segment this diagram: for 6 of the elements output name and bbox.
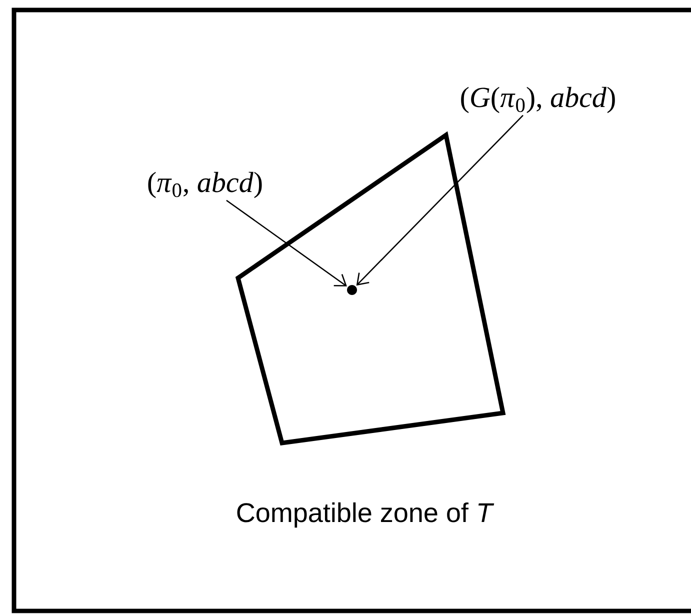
point-label: (G(π$_{0}$), abcd): [461, 86, 615, 114]
arrow: [226, 200, 347, 286]
arrow: [356, 114, 524, 286]
point-label: (π$_{0}$, abcd): [148, 172, 262, 198]
dot: [347, 285, 357, 295]
zone-label: Compatible zone of T: [237, 502, 494, 528]
